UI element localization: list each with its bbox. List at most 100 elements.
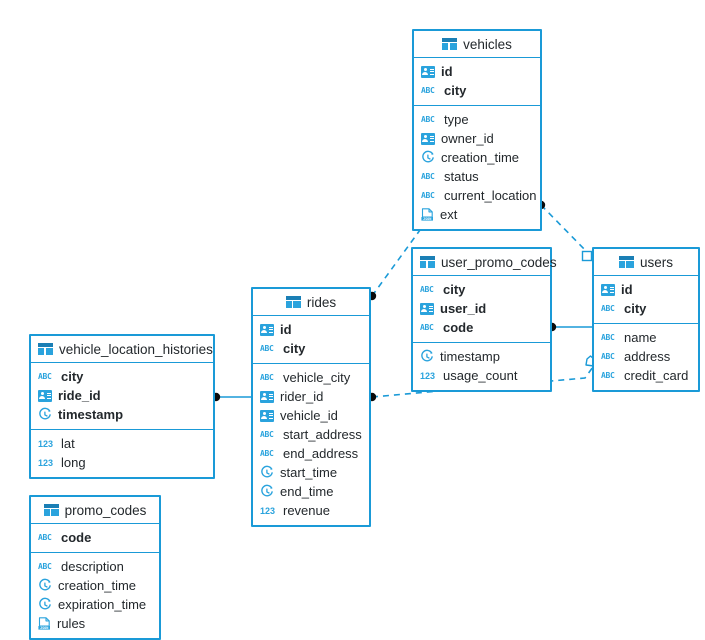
relationship-vehicle_location_histories-to-rides[interactable]	[211, 392, 251, 402]
field-name: code	[443, 320, 474, 335]
clock-icon	[421, 150, 435, 164]
table-header-rides[interactable]: rides	[253, 289, 369, 316]
field-name: rules	[57, 616, 86, 631]
column-field[interactable]: rider_id	[253, 387, 369, 406]
column-field[interactable]: timestamp	[413, 347, 550, 366]
id-icon	[421, 65, 435, 78]
column-field[interactable]: JSON ext	[414, 205, 540, 224]
primary-key-field[interactable]: timestamp	[31, 405, 213, 424]
abc-icon: ABC	[420, 322, 434, 332]
column-field[interactable]: owner_id	[414, 129, 540, 148]
column-field[interactable]: 123 revenue	[253, 501, 369, 520]
column-field[interactable]: ABC credit_card	[594, 366, 698, 385]
table-header-vehicle_location_histories[interactable]: vehicle_location_histories	[31, 336, 213, 363]
field-name: city	[624, 301, 647, 316]
field-name: city	[443, 282, 466, 297]
table-icon	[442, 38, 458, 50]
id-icon	[38, 389, 52, 402]
field-name: city	[444, 83, 467, 98]
table-icon	[420, 256, 435, 268]
column-field[interactable]: vehicle_id	[253, 406, 369, 425]
relationship-user_promo_codes-to-users[interactable]	[547, 322, 592, 332]
abc-icon: ABC	[38, 561, 52, 571]
table-header-vehicles[interactable]: vehicles	[414, 31, 540, 58]
column-field[interactable]: creation_time	[414, 148, 540, 167]
primary-key-field[interactable]: user_id	[413, 299, 550, 318]
primary-key-field[interactable]: ABC code	[413, 318, 550, 337]
table-name: promo_codes	[64, 502, 147, 518]
clock-icon	[38, 597, 52, 611]
columns-section: ABC description creation_time expiration_ti…	[31, 553, 159, 638]
clock-icon	[260, 465, 274, 479]
abc-icon: ABC	[601, 370, 615, 380]
json-icon: JSON	[38, 617, 51, 630]
table-name: vehicle_location_histories	[59, 341, 213, 357]
json-icon: JSON	[421, 208, 434, 221]
column-field[interactable]: creation_time	[31, 576, 159, 595]
column-field[interactable]: expiration_time	[31, 595, 159, 614]
abc-icon: ABC	[260, 429, 274, 439]
field-name: credit_card	[624, 368, 689, 383]
field-name: id	[621, 282, 633, 297]
field-name: description	[61, 559, 124, 574]
abc-icon: ABC	[421, 85, 435, 95]
field-name: ext	[440, 207, 458, 222]
field-name: revenue	[283, 503, 330, 518]
abc-icon: ABC	[420, 284, 434, 294]
123-icon: 123	[260, 505, 276, 516]
field-name: id	[280, 322, 292, 337]
abc-icon: ABC	[260, 372, 274, 382]
field-name: start_time	[280, 465, 338, 480]
table-header-promo_codes[interactable]: promo_codes	[31, 497, 159, 524]
table-header-user_promo_codes[interactable]: user_promo_codes	[413, 249, 557, 276]
field-name: timestamp	[440, 349, 500, 364]
field-name: expiration_time	[58, 597, 147, 612]
123-icon: 123	[420, 370, 436, 381]
table-name: rides	[306, 294, 337, 310]
field-name: status	[444, 169, 479, 184]
field-name: current_location	[444, 188, 537, 203]
primary-key-field[interactable]: id	[414, 62, 540, 81]
primary-key-field[interactable]: id	[594, 280, 698, 299]
primary-key-field[interactable]: id	[253, 320, 369, 339]
column-field[interactable]: start_time	[253, 463, 369, 482]
table-header-users[interactable]: users	[594, 249, 698, 276]
field-name: user_id	[440, 301, 487, 316]
column-field[interactable]: end_time	[253, 482, 369, 501]
column-field[interactable]: ABC description	[31, 557, 159, 576]
abc-icon: ABC	[38, 532, 52, 542]
primary-key-field[interactable]: ABC city	[413, 280, 550, 299]
primary-key-field[interactable]: ride_id	[31, 386, 213, 405]
column-field[interactable]: JSON rules	[31, 614, 159, 633]
primary-key-field[interactable]: ABC city	[414, 81, 540, 100]
field-name: ride_id	[58, 388, 101, 403]
